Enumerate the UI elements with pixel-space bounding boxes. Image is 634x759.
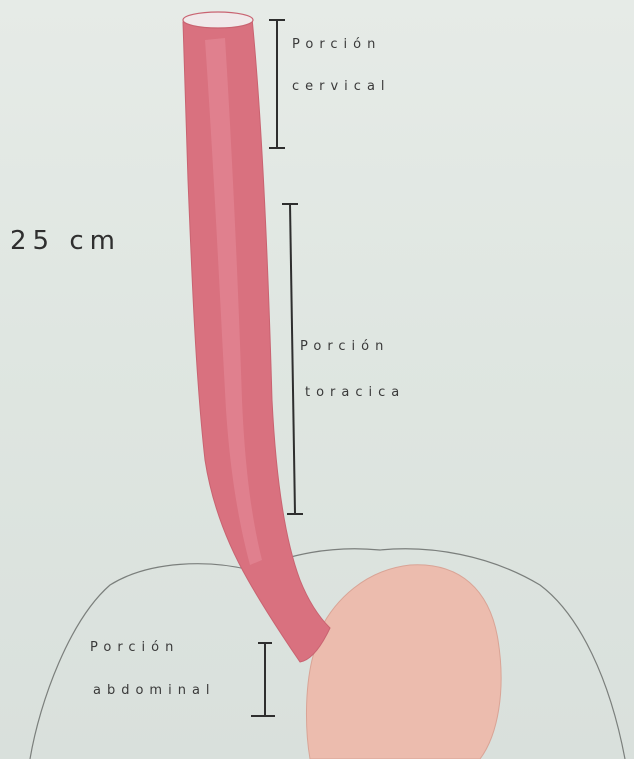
toracica-label-line1: Porción [300,340,389,353]
stomach-shape [306,565,501,759]
cervical-label-line2: cervical [292,80,391,93]
esophagus-opening [183,12,253,28]
abdominal-bracket [251,643,275,716]
toracica-label-line2: toracica [305,386,405,399]
toracica-bracket [282,204,303,514]
length-label: 25 cm [10,228,121,254]
cervical-label-line1: Porción [292,38,381,51]
abdominal-label-line1: Porción [90,641,179,654]
abdominal-label-line2: abdominal [93,684,216,697]
cervical-bracket [269,20,285,148]
